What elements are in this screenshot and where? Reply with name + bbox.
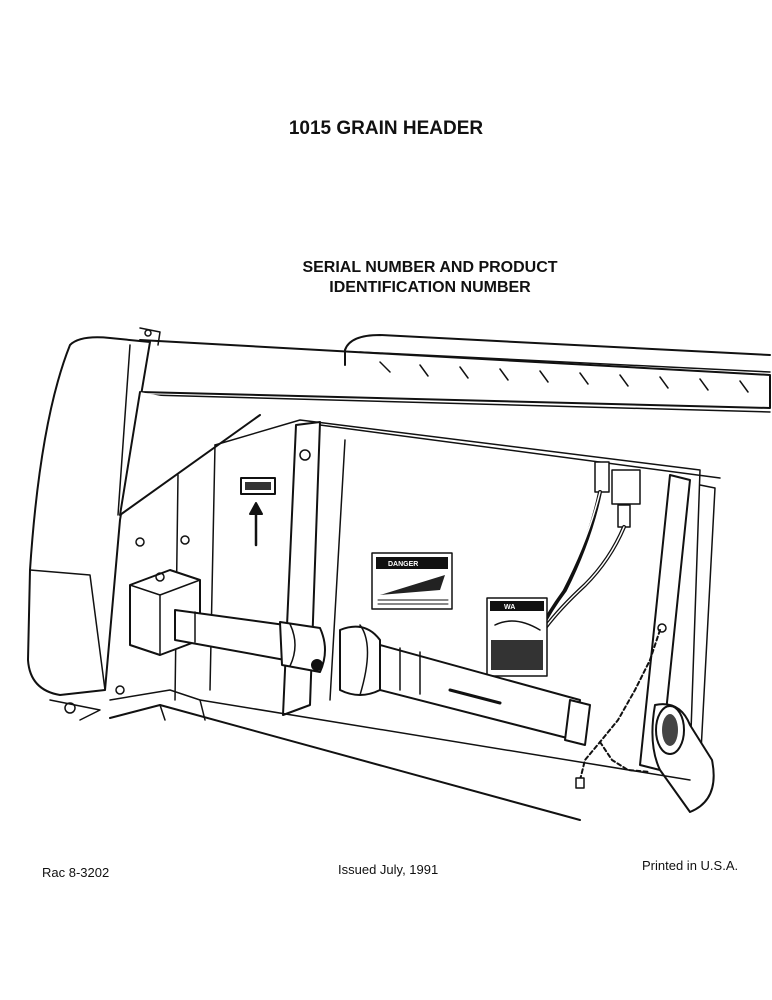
warning-decal: WA <box>486 597 548 677</box>
auger-tube <box>651 703 715 813</box>
danger-decal: DANGER <box>371 552 453 610</box>
warning-decal-label: WA <box>504 604 515 611</box>
document-subtitle: SERIAL NUMBER AND PRODUCT IDENTIFICATION… <box>230 258 630 298</box>
back-panel <box>209 419 721 761</box>
lower-frame <box>49 535 691 821</box>
issue-date: Issued July, 1991 <box>338 862 439 877</box>
subtitle-line-1: SERIAL NUMBER AND PRODUCT <box>302 259 558 276</box>
printed-in: Printed in U.S.A. <box>642 858 739 873</box>
hydraulic-hoses <box>535 461 641 633</box>
rear-grating <box>344 334 771 393</box>
document-title: 1015 GRAIN HEADER <box>288 118 484 139</box>
subtitle-line-2: IDENTIFICATION NUMBER <box>329 279 531 296</box>
serial-number-plate <box>240 477 276 547</box>
danger-decal-label: DANGER <box>388 561 418 568</box>
drive-shaft <box>174 609 591 746</box>
form-number: Rac 8-3202 <box>42 865 110 880</box>
left-end-shield <box>27 327 161 696</box>
grain-header-illustration: DANGER WA <box>27 327 771 821</box>
